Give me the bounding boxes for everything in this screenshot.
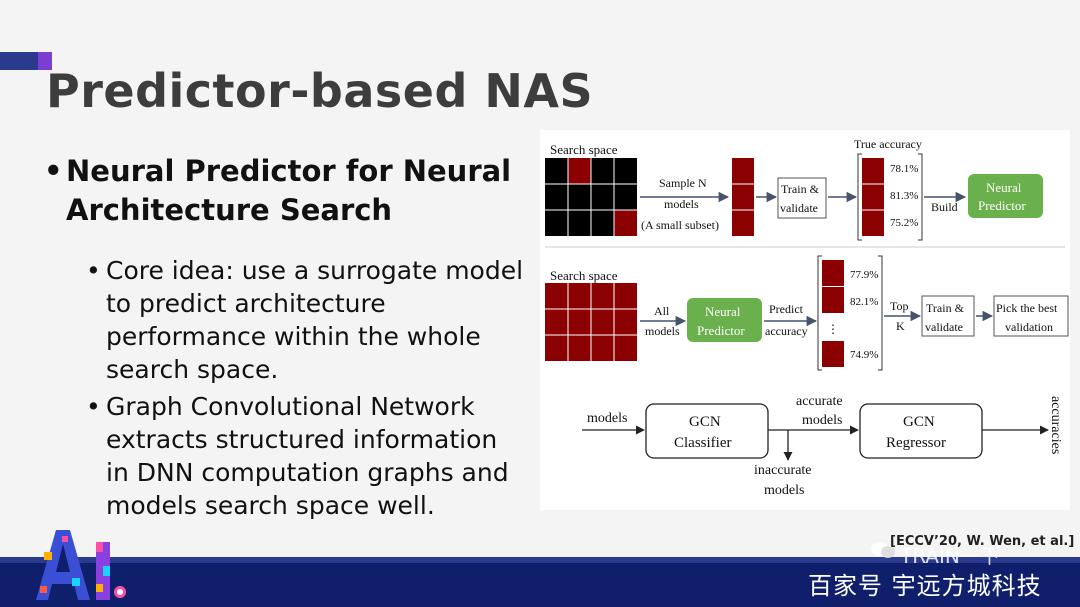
all-models-label: models (645, 324, 680, 338)
bullet-list: Neural Predictor for Neural Architecture… (44, 152, 524, 526)
top-train-label-2: validate (780, 201, 818, 215)
inaccurate-label-1: inaccurate (754, 463, 812, 478)
true-accuracy-label: True accuracy (854, 137, 922, 151)
top-k-label-k: K (896, 319, 905, 333)
footer-band (0, 557, 1080, 607)
sub-bullet-gcn: Graph Convolutional Network extracts str… (86, 390, 524, 522)
all-label: All (654, 304, 670, 318)
top-k-label-top: Top (890, 299, 909, 313)
pick-best-box (993, 295, 1069, 337)
accent-bar-highlight (38, 52, 52, 70)
sub-bullet-core-idea: Core idea: use a surrogate model to pred… (86, 254, 524, 386)
main-bullet: Neural Predictor for Neural Architecture… (44, 152, 524, 230)
true-accuracy-bracket (857, 153, 923, 241)
top-predictor-label-1: Neural (986, 180, 1022, 195)
accurate-label-1: accurate (796, 394, 843, 409)
true-accuracy-1: 78.1% (890, 163, 918, 175)
mid-train-label-2: validate (925, 320, 963, 334)
bottom-models-label: models (587, 411, 627, 426)
top-train-label-1: Train & (781, 182, 820, 196)
mid-train-box (921, 295, 975, 337)
predicted-accuracy-1: 77.9% (850, 269, 878, 281)
sub-bullet-list: Core idea: use a surrogate model to pred… (44, 254, 524, 522)
pick-best-label-2: validation (1005, 320, 1053, 334)
sampled-models-stack (732, 158, 754, 236)
predicted-accuracy-2: 82.1% (850, 296, 878, 308)
top-search-space-grid (545, 158, 637, 236)
top-search-space-label: Search space (550, 142, 618, 157)
gcn-regressor-label-2: Regressor (886, 435, 946, 451)
wechat-icon (871, 542, 895, 558)
true-accuracy-stack (862, 158, 884, 236)
gcn-classifier-label-2: Classifier (674, 435, 732, 451)
watermark-site: 百家号 宇远方城科技 (808, 572, 1042, 600)
true-accuracy-2: 81.3% (890, 190, 918, 202)
accurate-label-2: models (802, 413, 842, 428)
neural-predictor-figure: Search space Sample N models (A small su… (540, 130, 1070, 510)
predicted-accuracy-bracket (817, 255, 883, 371)
build-label: Build (931, 200, 958, 214)
inaccurate-label-2: models (764, 483, 804, 498)
slide-title: Predictor-based NAS (46, 64, 594, 118)
gcn-classifier-box (645, 403, 769, 459)
watermark-account: TRAIN一下 (900, 544, 1000, 568)
sample-models-label: models (664, 197, 699, 211)
gcn-regressor-label-1: GCN (903, 414, 935, 430)
ai-logo (36, 530, 126, 600)
small-subset-label: (A small subset) (641, 218, 719, 232)
mid-predictor-label-1: Neural (705, 304, 741, 319)
mid-predictor-label-2: Predictor (697, 323, 745, 338)
pick-best-label-1: Pick the best (996, 301, 1058, 315)
accuracies-label: accuracies (1048, 396, 1063, 454)
top-predictor-label-2: Predictor (978, 198, 1026, 213)
predicted-accuracy-ellipsis: ⋮ (827, 322, 839, 336)
predict-label: Predict (769, 302, 804, 316)
mid-search-space-label: Search space (550, 268, 618, 283)
citation: [ECCV’20, W. Wen, et al.] (890, 534, 1075, 549)
mid-search-space-grid (545, 283, 637, 361)
mid-train-label-1: Train & (926, 301, 965, 315)
top-train-box (777, 177, 827, 219)
predict-accuracy-label: accuracy (765, 324, 808, 338)
gcn-classifier-label-1: GCN (689, 414, 721, 430)
top-neural-predictor-box (968, 174, 1043, 218)
predicted-accuracy-3: 74.9% (850, 349, 878, 361)
predicted-accuracy-stack (822, 260, 844, 367)
accent-bar (0, 52, 38, 70)
true-accuracy-3: 75.2% (890, 217, 918, 229)
sample-n-label: Sample N (659, 176, 707, 190)
mid-neural-predictor-box (687, 298, 762, 342)
gcn-regressor-box (859, 403, 983, 459)
